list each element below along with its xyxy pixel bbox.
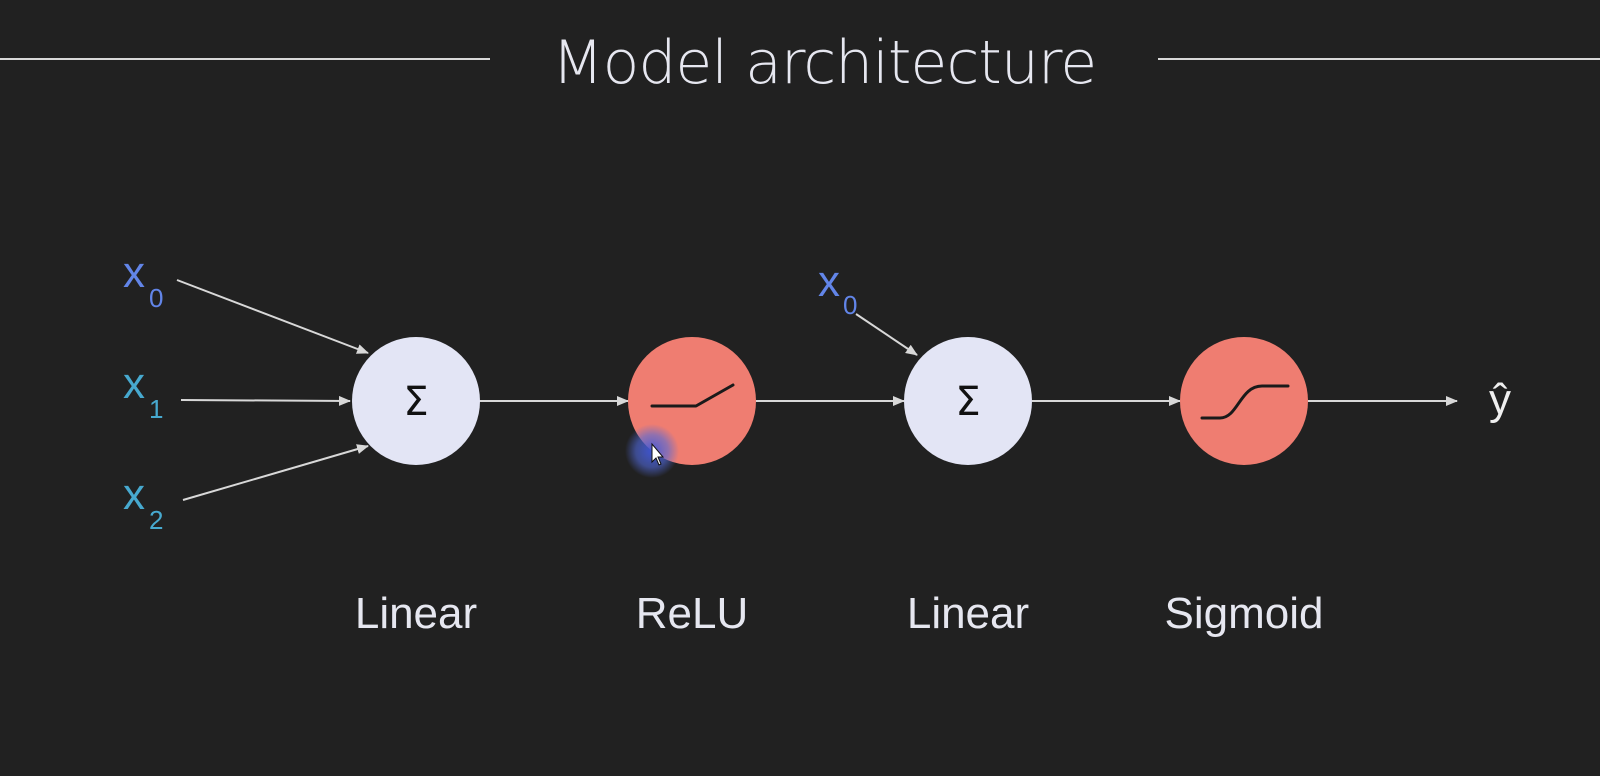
input-x2-base: x bbox=[123, 470, 145, 519]
cursor-arrow-icon bbox=[651, 442, 665, 466]
input-x1-base: x bbox=[123, 359, 145, 408]
edge-bias-x0-to-linear-2 bbox=[855, 313, 918, 356]
edge-x2-to-linear-1 bbox=[182, 444, 369, 501]
label-relu: ReLU bbox=[636, 589, 749, 638]
input-x1: x 1 bbox=[123, 359, 163, 424]
sigma-icon: Σ bbox=[403, 379, 428, 425]
input-x0: x 0 bbox=[123, 248, 163, 313]
input-x2: x 2 bbox=[123, 470, 163, 535]
linear-node-2: Σ bbox=[904, 337, 1032, 465]
output-y-hat: ŷ bbox=[1489, 375, 1511, 424]
label-linear-2: Linear bbox=[907, 589, 1029, 638]
input-x0-subscript: 0 bbox=[149, 283, 163, 313]
edge-x1-to-linear-1 bbox=[180, 395, 351, 406]
page-title: Model architecture bbox=[552, 28, 1096, 98]
bias-input-x0-base: x bbox=[818, 257, 840, 306]
mouse-cursor bbox=[625, 424, 679, 478]
input-x0-base: x bbox=[123, 248, 145, 297]
relu-curve-icon bbox=[650, 383, 735, 408]
bias-input-x0-subscript: 0 bbox=[843, 290, 857, 320]
edge-x0-to-linear-1 bbox=[176, 279, 369, 354]
sigmoid-node bbox=[1180, 337, 1308, 465]
input-x2-subscript: 2 bbox=[149, 505, 163, 535]
bias-input-x0: x 0 bbox=[818, 257, 857, 320]
linear-node-1: Σ bbox=[352, 337, 480, 465]
label-sigmoid: Sigmoid bbox=[1165, 589, 1324, 638]
edges bbox=[176, 279, 1458, 501]
input-x1-subscript: 1 bbox=[149, 394, 163, 424]
label-linear-1: Linear bbox=[355, 589, 477, 638]
sigmoid-curve-icon bbox=[1200, 384, 1290, 420]
sigma-icon: Σ bbox=[955, 379, 980, 425]
